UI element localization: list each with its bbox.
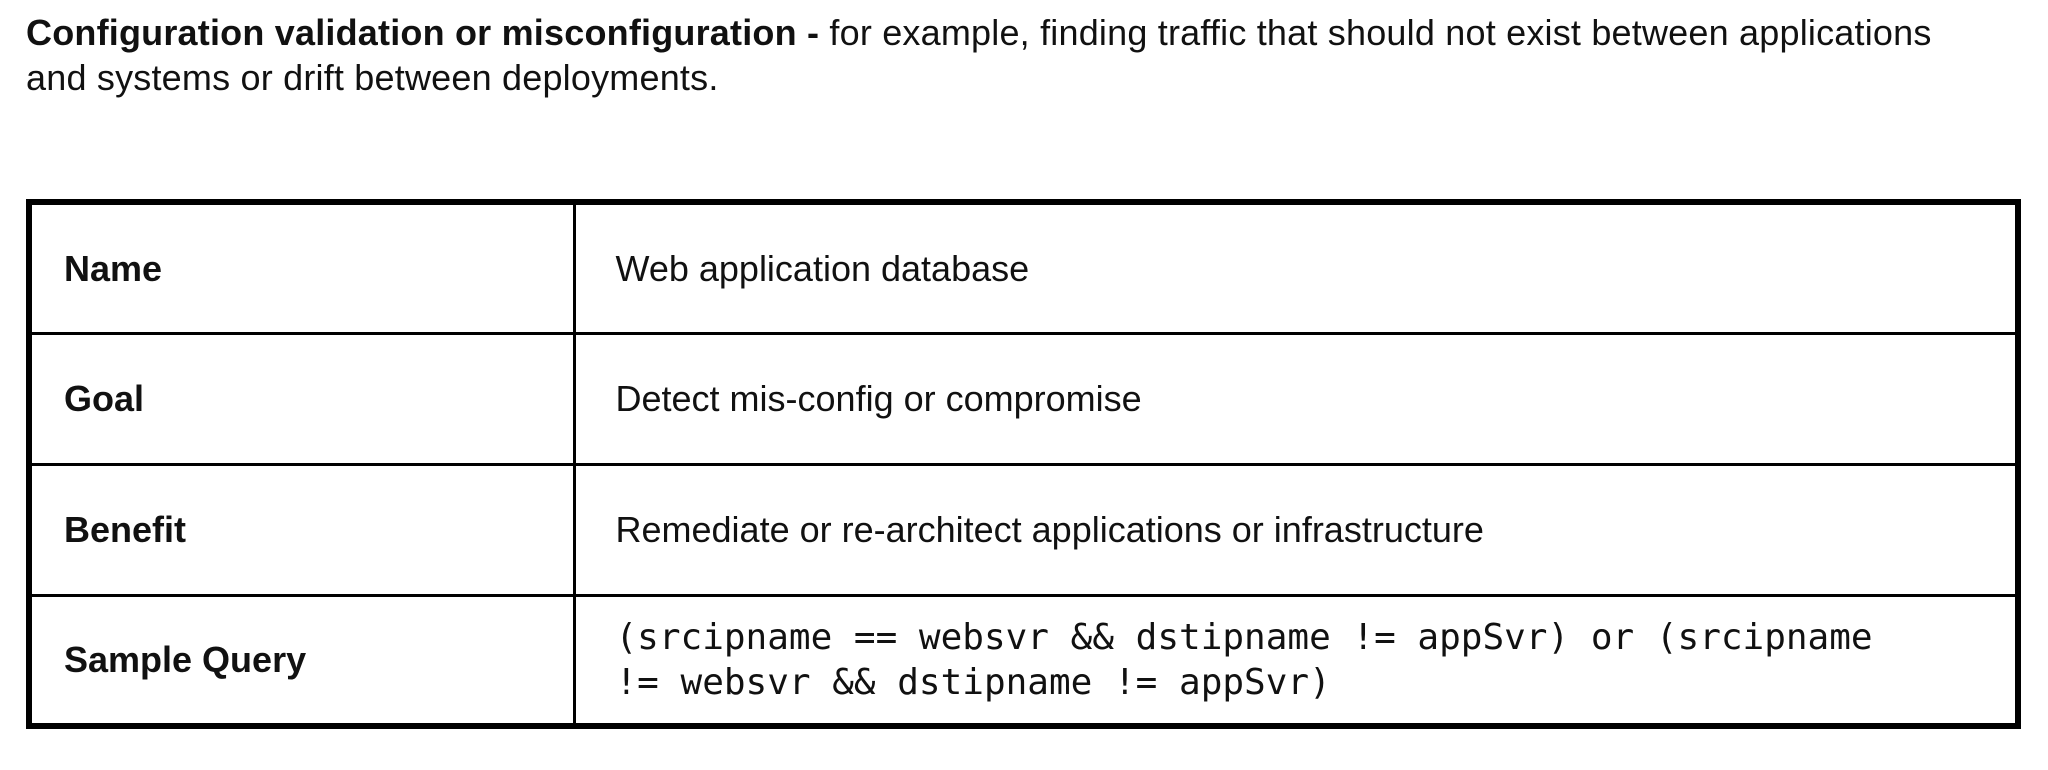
row-value-name: Web application database: [572, 200, 2020, 335]
row-value-benefit: Remediate or re-architect applications o…: [572, 462, 2020, 597]
intro-regular-text: for example, finding traffic that should…: [26, 12, 1932, 98]
row-value-benefit-text: Remediate or re-architect applications o…: [615, 509, 1484, 550]
table-row-sample-query: Sample Query (srcipname == websvr && dst…: [27, 593, 2020, 728]
row-value-goal: Detect mis-config or compromise: [572, 331, 2020, 466]
row-label-name: Name: [27, 200, 576, 335]
intro-paragraph: Configuration validation or misconfigura…: [26, 10, 1996, 100]
row-label-goal: Goal: [27, 331, 576, 466]
intro-bold-text: Configuration validation or misconfigura…: [26, 12, 820, 53]
table-row-name: Name Web application database: [27, 200, 2020, 335]
row-value-name-text: Web application database: [615, 247, 1030, 289]
row-label-sample-query: Sample Query: [27, 593, 576, 728]
info-table: Name Web application database Goal Detec…: [26, 199, 2021, 729]
table-row-benefit: Benefit Remediate or re-architect applic…: [27, 462, 2020, 597]
sample-query-code: (srcipname == websvr && dstipname != app…: [615, 616, 1873, 703]
table-row-goal: Goal Detect mis-config or compromise: [27, 331, 2020, 466]
row-value-sample-query: (srcipname == websvr && dstipname != app…: [572, 593, 2020, 728]
row-value-goal-text: Detect mis-config or compromise: [615, 378, 1142, 419]
row-label-benefit: Benefit: [27, 462, 576, 597]
